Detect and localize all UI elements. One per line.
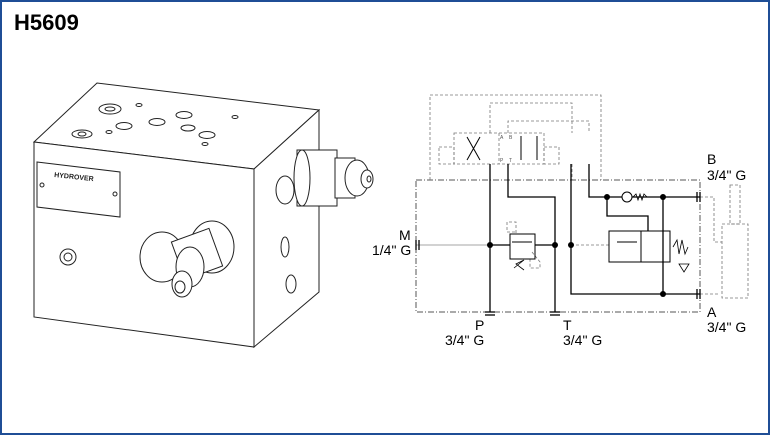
page-title: H5609 (14, 10, 79, 35)
cylinder-barrel (721, 223, 749, 299)
port-p-label: P (475, 317, 484, 333)
manifold-boundary (415, 179, 701, 313)
relief-valve (509, 233, 536, 260)
check-valve (621, 191, 633, 203)
relief-cartridge (139, 220, 235, 298)
valve-port-p: P (500, 158, 504, 164)
hydraulic-schematic (415, 94, 749, 316)
pilot-check-valve (608, 230, 671, 263)
port-p-size: 3/4" G (445, 332, 484, 348)
port-a-size: 3/4" G (707, 319, 746, 335)
brand-nameplate (36, 161, 121, 218)
valve-port-b: B (509, 135, 513, 141)
port-t-size: 3/4" G (563, 332, 602, 348)
valve-block-illustration (32, 82, 374, 349)
valve-port-t: T (509, 158, 512, 164)
brand-plate-text: HYDROVER (54, 172, 94, 183)
valve-port-a: A (500, 135, 504, 141)
port-t-label: T (563, 317, 572, 333)
side-cartridge (275, 149, 374, 207)
port-a-label: A (707, 304, 717, 320)
port-b-label: B (707, 151, 716, 167)
port-m-size: 1/4" G (372, 242, 411, 258)
port-m-label: M (399, 227, 411, 243)
port-b-size: 3/4" G (707, 167, 746, 183)
junction-dots (487, 194, 666, 297)
